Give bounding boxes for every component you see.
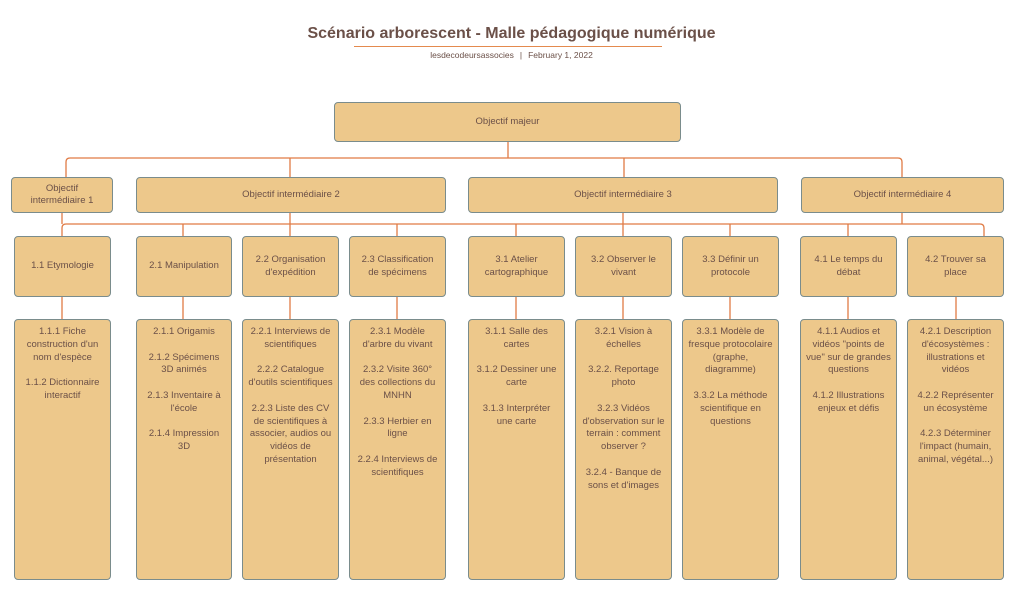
- leaf-item: 2.1.2 Spécimens 3D animés: [148, 351, 220, 376]
- sub-objective-3-3: 3.3 Définir un protocole: [682, 236, 779, 297]
- sub-objective-label: 4.1 Le temps du débat: [814, 254, 883, 278]
- connector-root-bar: [65, 157, 903, 177]
- leaf-item: 2.2.2 Catalogue d'outils scientifiques: [248, 364, 333, 389]
- leaf-item: 2.3.3 Herbier en ligne: [363, 415, 432, 440]
- intermediate-objective-3: Objectif intermédiaire 3: [468, 177, 778, 213]
- sub-objective-1-1: 1.1 Etymologie: [14, 236, 111, 297]
- sub-objective-label: 3.3 Définir un protocole: [702, 254, 759, 278]
- sub-objective-2-1: 2.1 Manipulation: [136, 236, 232, 297]
- intermediate-label: Objectif intermédiaire 2: [242, 188, 340, 200]
- date: February 1, 2022: [528, 50, 593, 60]
- separator: |: [519, 50, 523, 60]
- leaf-item: 4.2.2 Représenter un écosystème: [917, 389, 994, 414]
- leaf-item: 2.1.4 Impression 3D: [148, 428, 220, 453]
- leaf-item: 3.2.4 - Banque de sons et d'images: [585, 466, 662, 491]
- leaf-item: 2.2.1 Interviews de scientifiques: [250, 326, 331, 350]
- leaf-item: 3.3.2 La méthode scientifique en questio…: [693, 389, 768, 427]
- intermediate-objective-2: Objectif intermédiaire 2: [136, 177, 446, 213]
- intermediate-label: Objectif intermédiaire 1: [30, 182, 94, 207]
- sub-objective-label: 4.2 Trouver sa place: [925, 254, 986, 278]
- leaf-item: 2.1.1 Origamis: [153, 326, 215, 337]
- sub-objective-3-1: 3.1 Atelier cartographique: [468, 236, 565, 297]
- leaf-item: 3.1.3 Interpréter une carte: [482, 402, 551, 427]
- intermediate-label: Objectif intermédiaire 4: [853, 188, 952, 200]
- leaf-item: 2.1.3 Inventaire à l'école: [147, 389, 221, 414]
- sub-objective-4-2: 4.2 Trouver sa place: [907, 236, 1004, 297]
- leaf-list-2-1: 2.1.1 Origamis 2.1.2 Spécimens 3D animés…: [136, 319, 232, 580]
- leaf-item: 4.1.1 Audios et vidéos "points de vue" s…: [806, 326, 891, 376]
- leaf-item: 1.1.2 Dictionnaire interactif: [25, 377, 100, 401]
- diagram-subtitle: lesdecodeursassocies | February 1, 2022: [0, 50, 1023, 60]
- leaf-list-3-2: 3.2.1 Vision à échelles 3.2.2. Reportage…: [575, 319, 672, 580]
- leaf-item: 2.3.1 Modèle d'arbre du vivant: [362, 326, 433, 350]
- connector-sub-bar: [61, 223, 985, 237]
- leaf-item: 3.2.2. Reportage photo: [588, 364, 659, 389]
- sub-objective-4-1: 4.1 Le temps du débat: [800, 236, 897, 297]
- author: lesdecodeursassocies: [430, 50, 514, 60]
- leaf-item: 2.2.3 Liste des CV de scientifiques à as…: [249, 402, 332, 465]
- root-label: Objectif majeur: [475, 115, 540, 127]
- leaf-list-4-1: 4.1.1 Audios et vidéos "points de vue" s…: [800, 319, 897, 580]
- intermediate-objective-1: Objectif intermédiaire 1: [11, 177, 113, 213]
- leaf-list-4-2: 4.2.1 Description d'écosystèmes : illust…: [907, 319, 1004, 580]
- leaf-list-2-3: 2.3.1 Modèle d'arbre du vivant 2.3.2 Vis…: [349, 319, 446, 580]
- leaf-item: 1.1.1 Fiche construction d'un nom d'espè…: [26, 326, 99, 363]
- sub-objective-label: 2.1 Manipulation: [149, 260, 219, 272]
- diagram-title: Scénario arborescent - Malle pédagogique…: [307, 25, 716, 42]
- leaf-list-2-2: 2.2.1 Interviews de scientifiques 2.2.2 …: [242, 319, 339, 580]
- intermediate-objective-4: Objectif intermédiaire 4: [801, 177, 1004, 213]
- leaf-item: 3.1.1 Salle des cartes: [485, 326, 548, 350]
- leaf-item: 3.2.3 Vidéos d'observation sur le terrai…: [582, 402, 665, 453]
- root-objective: Objectif majeur: [334, 102, 681, 142]
- sub-objective-label: 3.2 Observer le vivant: [591, 254, 656, 278]
- leaf-item: 4.2.3 Déterminer l'impact (humain, anima…: [918, 428, 993, 465]
- leaf-list-1-1: 1.1.1 Fiche construction d'un nom d'espè…: [14, 319, 111, 580]
- leaf-item: 4.2.1 Description d'écosystèmes : illust…: [919, 326, 992, 376]
- leaf-item: 3.2.1 Vision à échelles: [594, 326, 653, 350]
- sub-objective-label: 2.3 Classification de spécimens: [361, 254, 434, 278]
- leaf-item: 3.3.1 Modèle de fresque protocolaire (gr…: [688, 326, 773, 376]
- sub-objective-label: 1.1 Etymologie: [31, 260, 94, 272]
- sub-objective-2-2: 2.2 Organisation d'expédition: [242, 236, 339, 297]
- leaf-list-3-3: 3.3.1 Modèle de fresque protocolaire (gr…: [682, 319, 779, 580]
- leaf-item: 2.3.2 Visite 360° des collections du MNH…: [359, 364, 436, 401]
- leaf-item: 2.2.4 Interviews de scientifiques: [357, 453, 438, 478]
- leaf-item: 3.1.2 Dessiner une carte: [476, 364, 557, 389]
- leaf-list-3-1: 3.1.1 Salle des cartes 3.1.2 Dessiner un…: [468, 319, 565, 580]
- sub-objective-2-3: 2.3 Classification de spécimens: [349, 236, 446, 297]
- sub-objective-3-2: 3.2 Observer le vivant: [575, 236, 672, 297]
- intermediate-label: Objectif intermédiaire 3: [574, 188, 672, 200]
- title-underline: [354, 46, 662, 47]
- sub-objective-label: 3.1 Atelier cartographique: [484, 254, 549, 278]
- sub-objective-label: 2.2 Organisation d'expédition: [255, 254, 326, 278]
- leaf-item: 4.1.2 Illustrations enjeux et défis: [812, 389, 885, 414]
